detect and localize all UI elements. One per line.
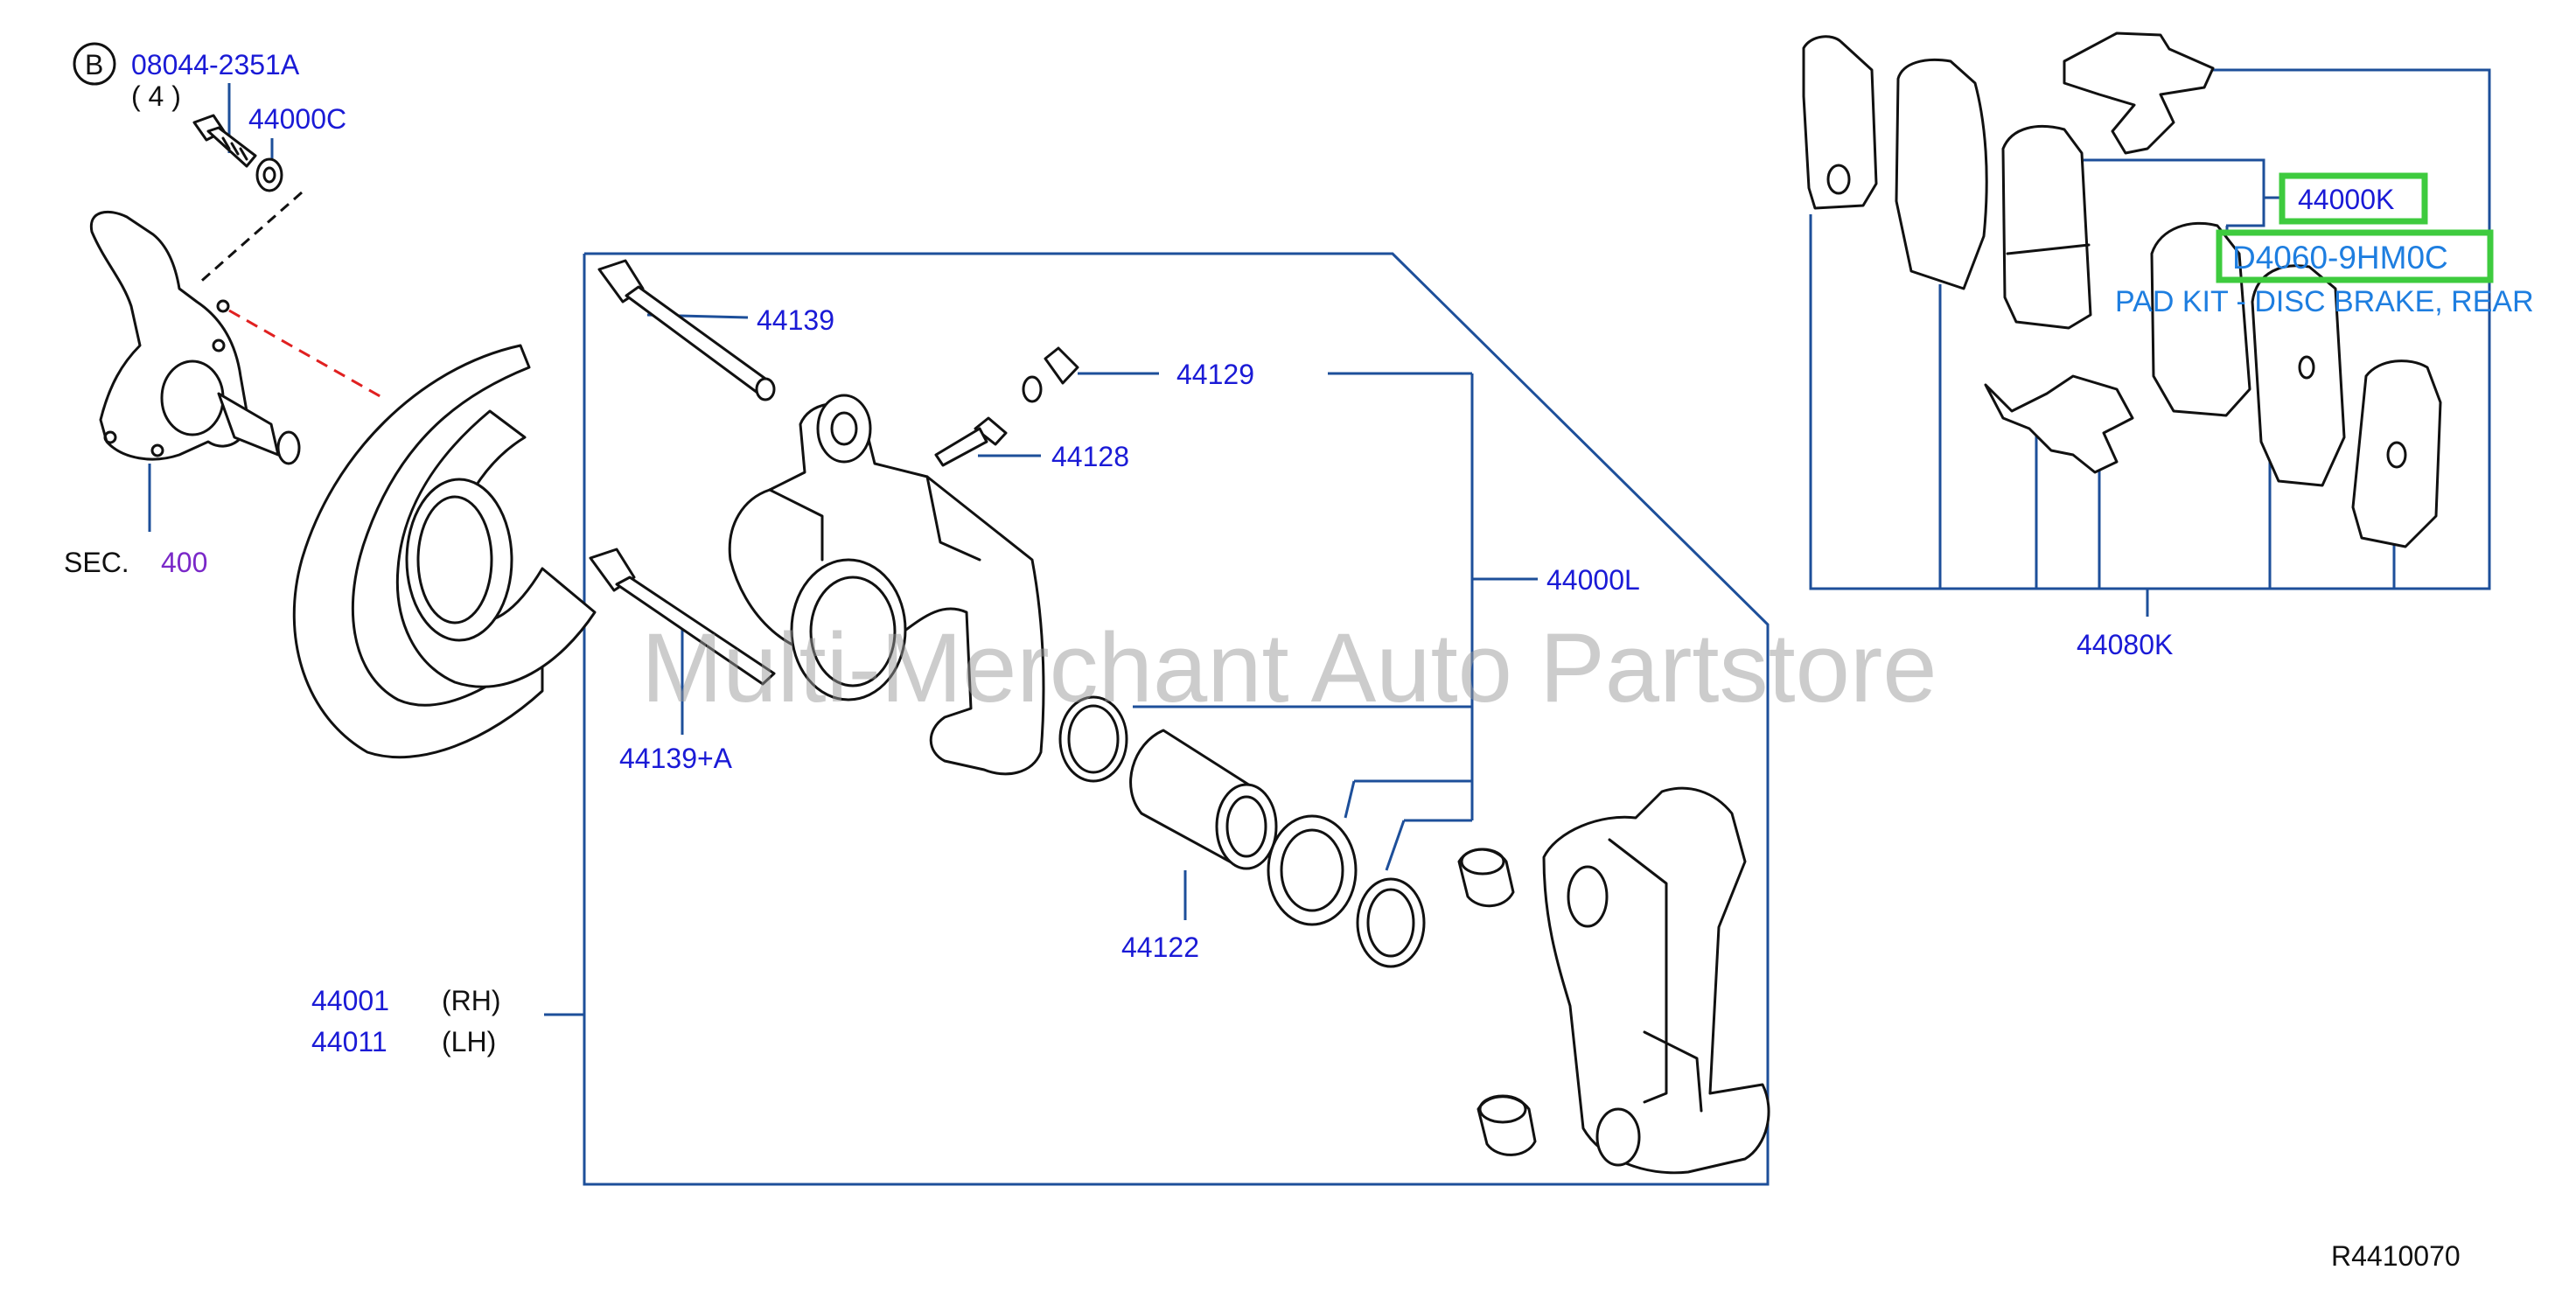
guide-pin-upper-part-number[interactable]: 44139 (757, 304, 834, 336)
dust-shield-drawing (292, 344, 597, 759)
caliper-lh-label: (LH) (442, 1026, 496, 1057)
bolt-circle-badge (73, 42, 116, 86)
bolt-circle-letter: B (85, 49, 103, 80)
drawing-code: R4410070 (2331, 1240, 2461, 1272)
section-label: SEC. (64, 547, 129, 578)
leader-lines (148, 68, 2491, 1186)
bushings-drawing (1457, 848, 1537, 1156)
pad-kit-part-number[interactable]: D4060-9HM0C (2232, 240, 2448, 276)
caliper-frame (583, 252, 1770, 1186)
bolt-part-number[interactable]: 08044-2351A (131, 49, 300, 80)
bolt-callout[interactable]: B 08044-2351A (73, 42, 300, 86)
pad-kit-code[interactable]: 44000K (2298, 184, 2394, 215)
caliper-rh-part-number[interactable]: 44001 (311, 985, 389, 1016)
washer-part-number[interactable]: 44000C (248, 103, 346, 135)
boot-part-number[interactable]: 44129 (1176, 359, 1254, 390)
pad-kit-drawing (1802, 31, 2442, 548)
caliper-body-drawing (728, 394, 1045, 776)
pad-kit-part-highlight (2216, 229, 2494, 283)
pad-kit-frame (1809, 68, 2491, 590)
pad-kit-code-highlight (2279, 172, 2428, 225)
watermark-text: Multi-Merchant Auto Partstore (641, 613, 1937, 722)
caliper-lh-part-number[interactable]: 44011 (311, 1026, 387, 1057)
bolt-drawing (192, 114, 283, 192)
bleeder-part-number[interactable]: 44128 (1051, 441, 1129, 472)
bolt-quantity: ( 4 ) (131, 80, 181, 112)
caliper-rh-label: (RH) (442, 985, 501, 1016)
pad-set-part-number[interactable]: 44080K (2077, 629, 2173, 660)
caliper-bracket-drawing (1542, 786, 1770, 1175)
bleeder-drawing (934, 346, 1079, 467)
piston-seal-drawing (1058, 695, 1426, 968)
pad-kit-description: PAD KIT - DISC BRAKE, REAR (2115, 285, 2534, 318)
caliper-assembly-part-number[interactable]: 44000L (1546, 564, 1640, 596)
piston-part-number[interactable]: 44122 (1121, 932, 1199, 963)
section-number-link[interactable]: 400 (161, 547, 207, 578)
steering-knuckle-drawing (89, 210, 301, 465)
guide-pin-lower-part-number[interactable]: 44139+A (619, 743, 733, 774)
guide-pins-drawing (589, 259, 776, 686)
